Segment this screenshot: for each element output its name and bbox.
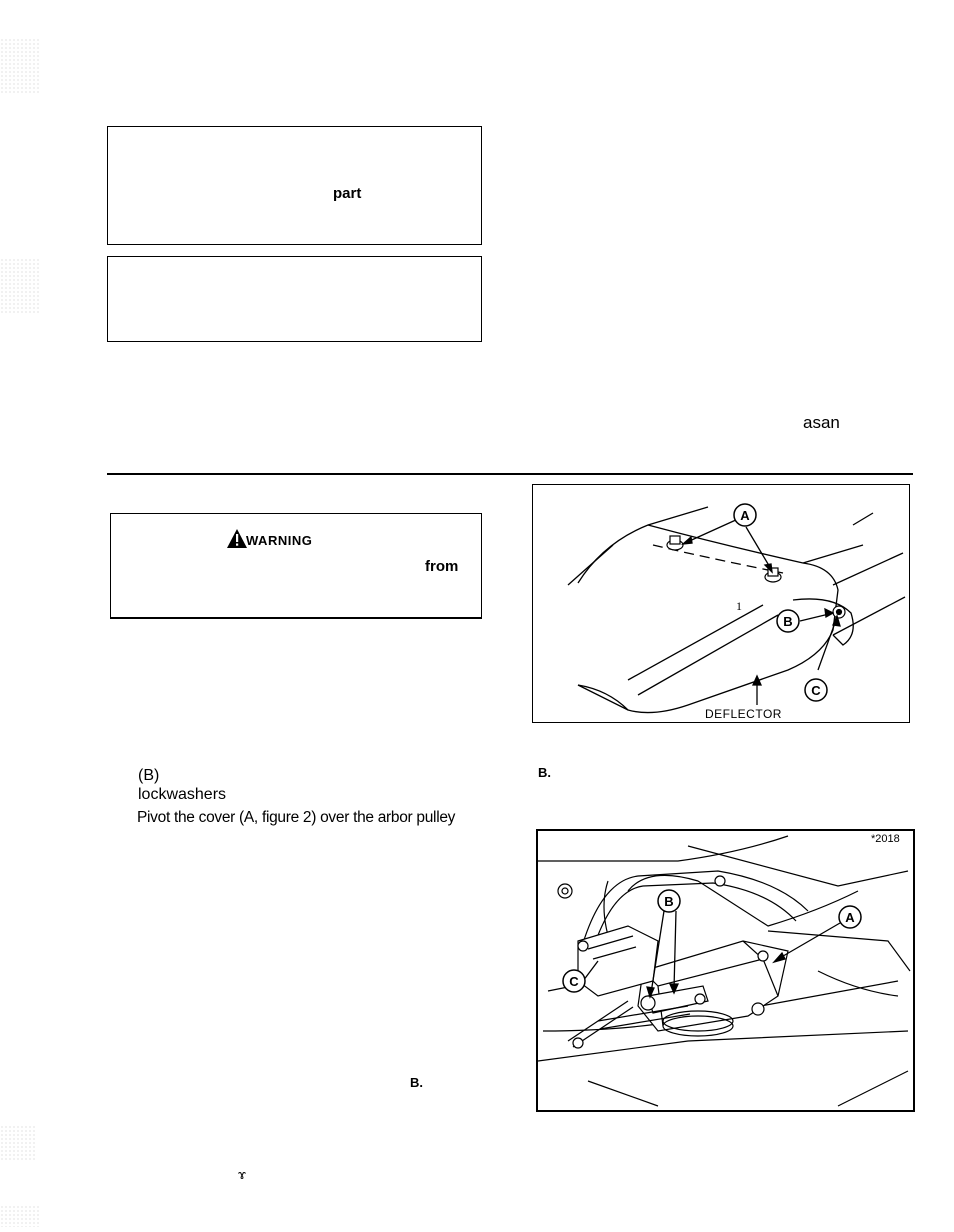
text-line-b-right: B. [538, 765, 551, 780]
scan-speckle-bottom [0, 1125, 36, 1160]
figure-1-callout-c-label: C [811, 683, 821, 698]
figure-1-callout-a [733, 503, 757, 527]
figure-1-callout-b-label: B [783, 614, 792, 629]
figure-1-stray-mark: 1 [736, 599, 742, 613]
bottom-stray-mark: ɤ [238, 1167, 247, 1182]
figure-1-callout-b [776, 609, 800, 633]
figure-2-callout-a [838, 905, 862, 929]
text-line-lockwashers: lockwashers [138, 786, 227, 803]
figure-2-cover-illustration: A B C [538, 835, 911, 1107]
figure-2-callout-a-label: A [845, 910, 855, 925]
figure-1-callout-c [804, 678, 828, 702]
warning-triangle-icon [227, 529, 247, 548]
warning-title: WARNING [246, 533, 313, 548]
figure-1-deflector-label: DEFLECTOR [705, 707, 782, 721]
figure-2-callout-b [657, 889, 681, 913]
scan-speckle-corner [0, 1205, 40, 1227]
scan-speckle-mid [0, 258, 40, 313]
figure-2-callout-c-label: C [569, 974, 579, 989]
figure-1-frame [532, 484, 910, 723]
figure-2-callout-c [562, 969, 586, 993]
text-line-b: (B) [138, 767, 160, 784]
note-box-lower [107, 256, 482, 342]
figure-2-code: *2018 [871, 833, 900, 845]
text-line-pivot: Pivot the cover (A, figure 2) over the a… [137, 809, 456, 826]
floating-word-asan: asan [803, 413, 840, 432]
warning-word-from: from [425, 558, 459, 575]
text-line-b-lower: B. [410, 1075, 423, 1090]
figure-2-frame [536, 829, 915, 1112]
scan-speckle-top [0, 38, 40, 93]
section-divider [107, 473, 913, 475]
note-box-word-part: part [333, 185, 362, 202]
figure-1-callout-a-label: A [740, 508, 750, 523]
warning-box [110, 513, 482, 619]
figure-2-callout-b-label: B [664, 894, 673, 909]
figure-1-deflector-illustration: A B C 1 DEFLECTOR [567, 503, 906, 721]
note-box-upper [107, 126, 482, 245]
